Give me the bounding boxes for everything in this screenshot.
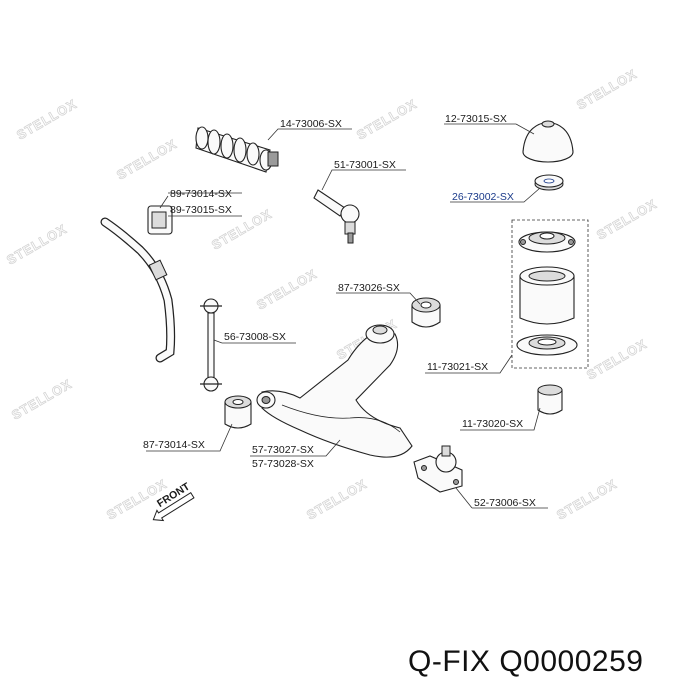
watermark: STELLOX xyxy=(4,221,69,267)
part-label: 51-73001-SX xyxy=(334,159,396,171)
watermark: STELLOX xyxy=(9,376,74,422)
strut-dust-boot xyxy=(519,266,575,325)
footer-caption: Q-FIX Q0000259 xyxy=(408,645,643,679)
part-label: 12-73015-SX xyxy=(445,113,507,125)
watermark: STELLOX xyxy=(254,266,319,312)
part-label: 52-73006-SX xyxy=(474,497,536,509)
watermark: STELLOX xyxy=(574,66,639,112)
watermark: STELLOX xyxy=(594,196,659,242)
part-label: 89-73014-SX xyxy=(170,188,232,200)
watermark: STELLOX xyxy=(554,476,619,522)
part-label: 57-73028-SX xyxy=(252,458,314,470)
spring-seat-lower xyxy=(516,334,578,356)
brand-name: Q-FIX xyxy=(408,645,491,678)
part-label: 87-73014-SX xyxy=(143,439,205,451)
strut-bearing xyxy=(534,174,564,191)
front-arm-bushing xyxy=(224,395,252,429)
strut-top-mount xyxy=(522,120,574,163)
part-label: 11-73020-SX xyxy=(462,418,523,430)
kit-outline xyxy=(511,219,589,369)
ball-joint xyxy=(413,445,463,493)
tie-rod-end xyxy=(313,189,360,244)
leader-lines xyxy=(146,123,548,509)
part-label: 14-73006-SX xyxy=(280,118,342,130)
stabilizer-link xyxy=(200,298,222,392)
watermark: STELLOX xyxy=(304,476,369,522)
watermark: STELLOX xyxy=(14,96,79,142)
stabilizer-bar xyxy=(100,217,176,363)
part-label: 89-73015-SX xyxy=(170,204,232,216)
part-label: 56-73008-SX xyxy=(224,331,286,343)
steering-boot xyxy=(195,126,279,173)
bar-clamp xyxy=(148,259,168,281)
part-labels: 14-73006-SX 12-73015-SX 51-73001-SX 26-7… xyxy=(143,113,536,509)
part-label: 57-73027-SX xyxy=(252,444,314,456)
stabilizer-bushing xyxy=(147,205,173,235)
part-number: Q0000259 xyxy=(499,645,644,678)
spring-seat-upper xyxy=(518,231,576,253)
part-label: 11-73021-SX xyxy=(427,361,488,373)
arm-bushing xyxy=(411,297,441,328)
watermark: STELLOX xyxy=(354,96,419,142)
lower-control-arm xyxy=(256,324,413,458)
watermark: STELLOX xyxy=(584,336,649,382)
part-label: 87-73026-SX xyxy=(338,282,400,294)
part-label-highlighted: 26-73002-SX xyxy=(452,191,514,203)
watermark: STELLOX xyxy=(114,136,179,182)
lower-arm-rear-bushing xyxy=(537,384,563,415)
